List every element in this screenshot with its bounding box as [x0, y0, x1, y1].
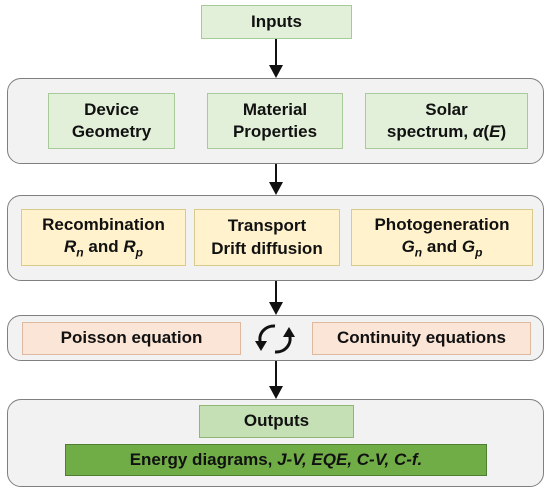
recombination-label: Recombination: [42, 214, 165, 234]
transport-line2: Drift diffusion: [211, 238, 323, 258]
recombination-formula: Rn and Rp: [64, 237, 143, 260]
continuity-equations-box: Continuity equations: [312, 322, 531, 355]
device-geometry-line2: Geometry: [71, 122, 152, 141]
output-list-items: J-V, EQE, C-V, C-f.: [277, 450, 423, 469]
poisson-equation-box: Poisson equation: [22, 322, 241, 355]
absorption-formula: α(E): [472, 122, 507, 141]
material-properties-line1: Material: [242, 99, 308, 119]
photogeneration-box: Photogeneration Gn and Gp: [351, 209, 533, 266]
poisson-equation-label: Poisson equation: [60, 328, 203, 348]
photogeneration-formula: Gn and Gp: [401, 237, 483, 260]
arrow-down-icon: [269, 281, 283, 315]
output-list-box: Energy diagrams, J-V, EQE, C-V, C-f.: [65, 444, 487, 476]
solar-spectrum-text: spectrum,: [386, 122, 473, 141]
solar-spectrum-line1: Solar: [425, 99, 468, 119]
output-list-prefix: Energy diagrams,: [129, 450, 278, 469]
arrow-down-icon: [269, 164, 283, 195]
inputs-title: Inputs: [251, 11, 302, 31]
transport-box: Transport Drift diffusion: [194, 209, 340, 266]
photogeneration-label: Photogeneration: [374, 214, 510, 234]
solar-spectrum-box: Solar spectrum, α(E): [365, 93, 528, 149]
cycle-arrows-icon: [255, 324, 295, 354]
continuity-equations-label: Continuity equations: [336, 328, 507, 348]
solar-spectrum-line2: spectrum, α(E): [387, 121, 506, 143]
arrow-down-icon: [269, 39, 283, 78]
outputs-box: Outputs: [199, 405, 354, 438]
material-properties-line2: Properties: [232, 122, 318, 141]
device-geometry-box: Device Geometry: [48, 93, 175, 149]
material-properties-box: Material Properties: [207, 93, 343, 149]
transport-line1: Transport: [227, 216, 307, 236]
inputs-box: Inputs: [201, 5, 352, 39]
outputs-title: Outputs: [243, 411, 310, 431]
arrow-down-icon: [269, 361, 283, 399]
recombination-box: Recombination Rn and Rp: [21, 209, 186, 266]
device-geometry-line1: Device: [84, 99, 139, 119]
